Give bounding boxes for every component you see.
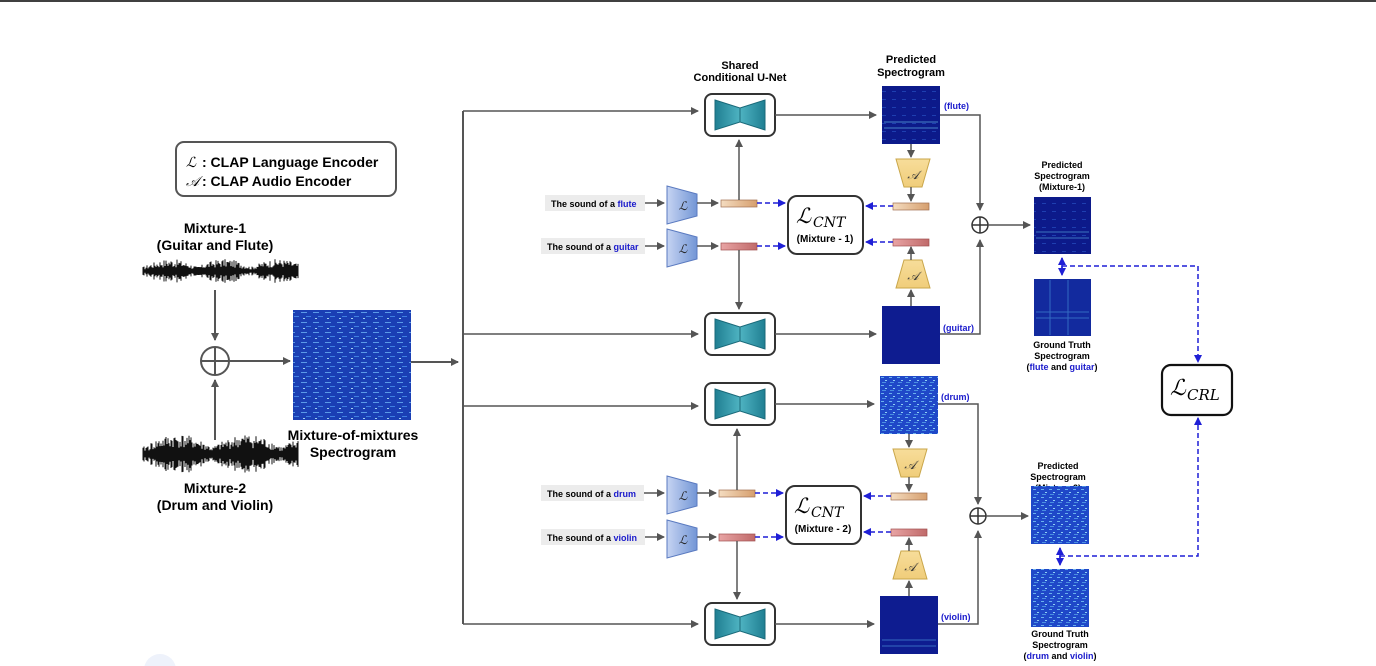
waveform-trace — [142, 259, 299, 283]
mixture2-waveform — [142, 435, 299, 473]
svg-text:CNT: CNT — [811, 505, 845, 521]
gt1-l3: (flute and guitar) — [1026, 362, 1097, 372]
text-embedding-violin — [718, 533, 756, 542]
unet-block-guitar — [704, 312, 776, 356]
pm1-l3: (Mixture-1) — [1039, 182, 1085, 192]
svg-text:The sound of a drum: The sound of a drum — [547, 489, 636, 499]
svg-text:ℒ: ℒ — [796, 204, 812, 228]
svg-text:(Mixture - 2): (Mixture - 2) — [795, 524, 852, 535]
mom-label-line2: Spectrogram — [310, 444, 396, 460]
language-encoder-flute: ℒ — [666, 185, 698, 225]
audio-encoder-flute: 𝒜 — [895, 158, 931, 188]
svg-text:CNT: CNT — [813, 215, 847, 231]
audio-embedding-flute — [892, 202, 930, 211]
mixture1-title: Mixture-1 — [184, 220, 246, 236]
cnt-loss-mixture1: ℒ CNT (Mixture - 1) — [787, 195, 864, 255]
audio-embedding-drum — [890, 492, 928, 501]
legend-l-text: : CLAP Language Encoder — [202, 154, 379, 170]
svg-text:ℒ: ℒ — [679, 489, 688, 503]
mixture2-subtitle: (Drum and Violin) — [157, 497, 273, 513]
gt-mixture1-spectrogram — [1034, 279, 1091, 336]
audio-embedding-violin — [890, 528, 928, 537]
corner-decoration — [144, 654, 176, 666]
gt2-l3: (drum and violin) — [1023, 651, 1096, 661]
prompt-violin: The sound of a violin — [541, 529, 645, 545]
sum-node-mixtures — [200, 346, 230, 376]
tag-guitar: (guitar) — [943, 323, 974, 333]
unet-block-violin — [704, 602, 776, 646]
pred-label-line1: Predicted — [886, 54, 936, 66]
gt-mixture2-spectrogram — [1031, 569, 1089, 627]
svg-text:(Mixture - 1): (Mixture - 1) — [797, 234, 854, 245]
svg-text:The sound of a violin: The sound of a violin — [547, 533, 637, 543]
pred-label-line2: Spectrogram — [877, 67, 945, 79]
pred-spectrogram-guitar — [882, 306, 940, 364]
prompt-drum: The sound of a drum — [541, 485, 644, 501]
gt1-l1: Ground Truth — [1033, 340, 1091, 350]
audio-encoder-guitar: 𝒜 — [895, 259, 931, 289]
legend-box: ℒ : CLAP Language Encoder 𝒜 : CLAP Audio… — [175, 141, 397, 197]
mixture1-waveform — [142, 259, 299, 283]
svg-text:ℒ: ℒ — [679, 533, 688, 547]
legend-a-text: : CLAP Audio Encoder — [202, 173, 352, 189]
svg-text:𝒜: 𝒜 — [904, 458, 919, 472]
prompt-flute: The sound of a flute — [545, 195, 645, 211]
svg-text:𝒜: 𝒜 — [907, 269, 922, 283]
svg-text:The sound of a flute: The sound of a flute — [551, 199, 637, 209]
unet-label-line1: Shared — [721, 60, 758, 72]
legend-l-symbol: ℒ — [186, 155, 197, 171]
pm1-l2: Spectrogram — [1034, 171, 1090, 181]
waveform-trace — [142, 435, 299, 473]
svg-text:ℒ: ℒ — [1170, 376, 1187, 401]
tag-flute: (flute) — [944, 101, 969, 111]
pm2-l1: Predicted — [1037, 461, 1078, 471]
svg-text:𝒜: 𝒜 — [904, 560, 919, 574]
svg-text:ℒ: ℒ — [679, 242, 688, 256]
text-embedding-drum — [718, 489, 756, 498]
audio-embedding-guitar — [892, 238, 930, 247]
svg-text:ℒ: ℒ — [794, 494, 810, 518]
pm2-l2: Spectrogram — [1030, 472, 1086, 482]
mixture-of-mixtures-spectrogram — [293, 310, 411, 420]
svg-text:𝒜: 𝒜 — [907, 168, 922, 182]
audio-encoder-drum: 𝒜 — [892, 448, 928, 478]
pred-mixture1-spectrogram — [1034, 197, 1091, 254]
mixture1-subtitle: (Guitar and Flute) — [157, 237, 274, 253]
language-encoder-guitar: ℒ — [666, 228, 698, 268]
pm1-l1: Predicted — [1041, 160, 1082, 170]
cnt-loss-mixture2: ℒ CNT (Mixture - 2) — [785, 485, 862, 545]
pred-mixture2-spectrogram — [1031, 486, 1089, 544]
svg-text:ℒ: ℒ — [679, 199, 688, 213]
language-encoder-violin: ℒ — [666, 519, 698, 559]
legend-a-symbol: 𝒜 — [186, 174, 203, 190]
pred-spectrogram-drum — [880, 376, 938, 434]
gt2-l2: Spectrogram — [1032, 640, 1088, 650]
unet-block-flute — [704, 93, 776, 137]
audio-encoder-violin: 𝒜 — [892, 550, 928, 580]
pred-spectrogram-violin — [880, 596, 938, 654]
tag-drum: (drum) — [941, 392, 970, 402]
svg-text:The sound of a guitar: The sound of a guitar — [547, 242, 639, 252]
gt2-l1: Ground Truth — [1031, 629, 1089, 639]
mixture2-title: Mixture-2 — [184, 480, 246, 496]
language-encoder-drum: ℒ — [666, 475, 698, 515]
svg-text:CRL: CRL — [1187, 386, 1220, 404]
crl-loss-box: ℒ CRL — [1160, 363, 1234, 417]
sum-node-mixture1 — [971, 216, 989, 234]
text-embedding-flute — [720, 199, 758, 208]
pred-spectrogram-flute — [882, 86, 940, 144]
tag-violin: (violin) — [941, 612, 971, 622]
unet-block-drum — [704, 382, 776, 426]
sum-node-mixture2 — [969, 507, 987, 525]
mom-label-line1: Mixture-of-mixtures — [288, 427, 419, 443]
prompt-guitar: The sound of a guitar — [541, 238, 645, 254]
unet-label-line2: Conditional U-Net — [694, 72, 787, 84]
text-embedding-guitar — [720, 242, 758, 251]
gt1-l2: Spectrogram — [1034, 351, 1090, 361]
